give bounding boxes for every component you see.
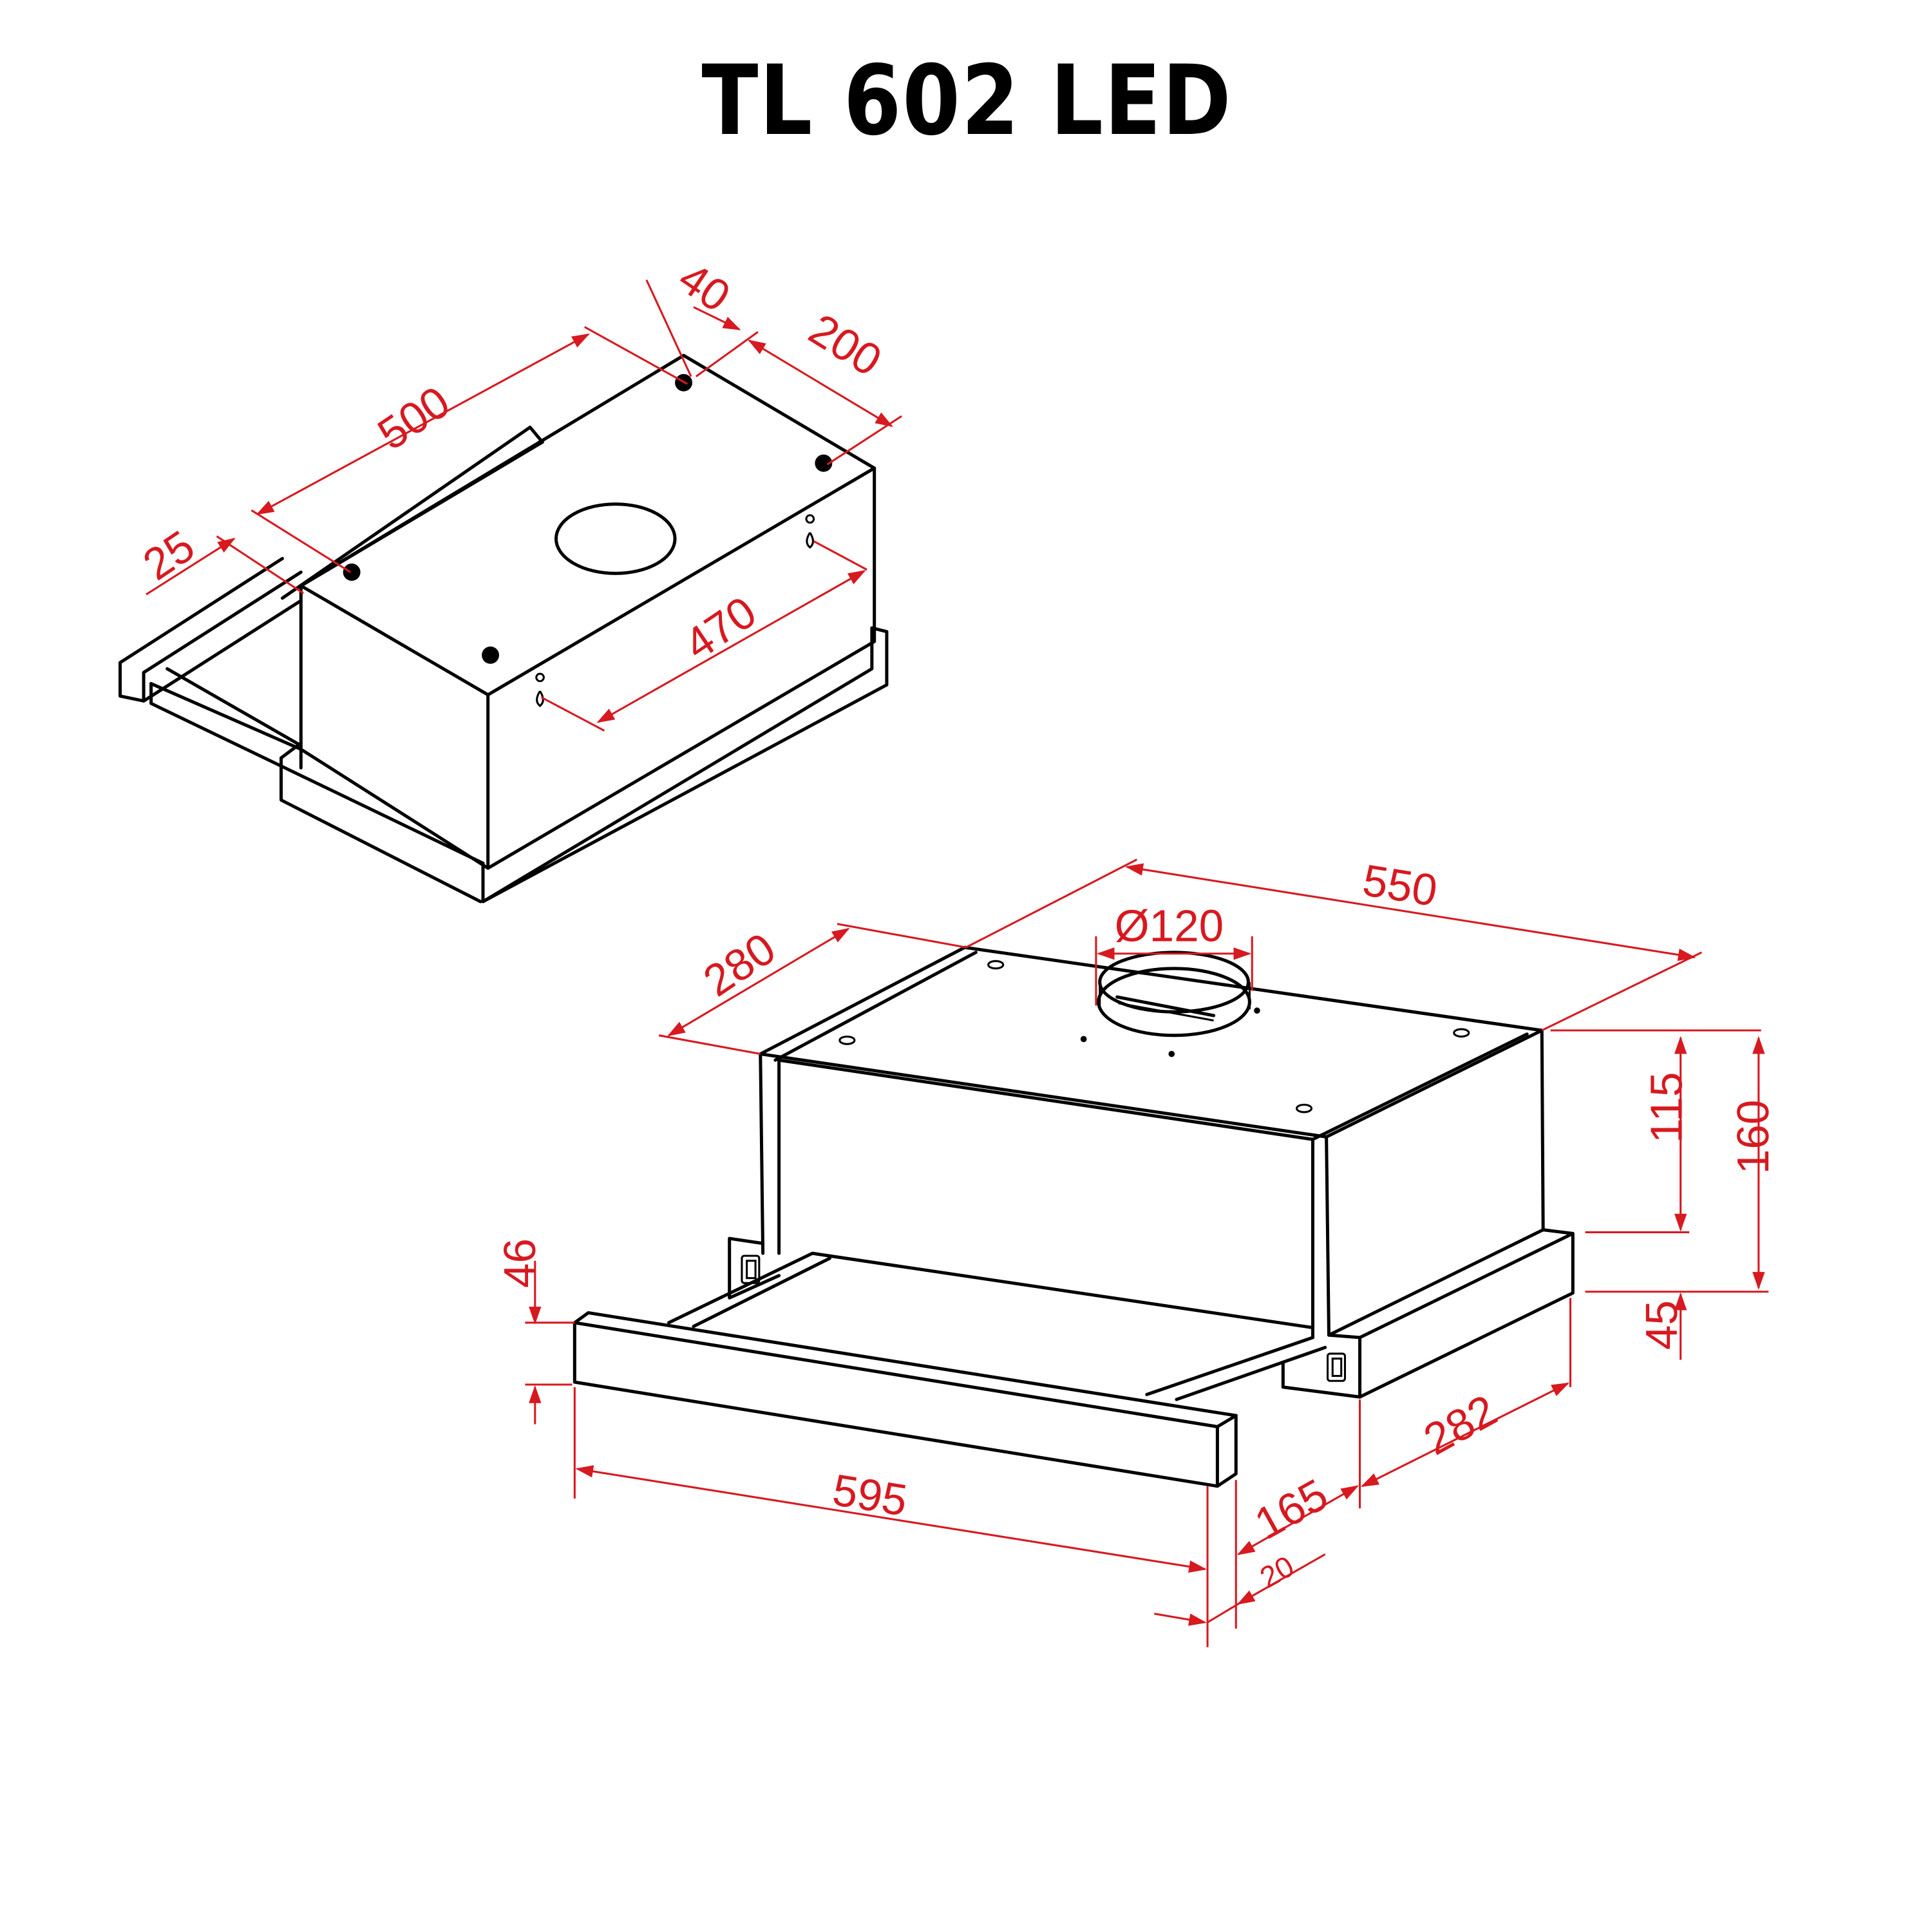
- svg-text:470: 470: [675, 587, 764, 670]
- dimension-160: 160: [1585, 1036, 1778, 1293]
- top-view-drawing: 40 200 500 25 470: [118, 252, 902, 904]
- dimension-500: 500: [251, 326, 688, 573]
- dimension-165: 165: [1235, 1469, 1359, 1629]
- svg-text:25: 25: [134, 520, 203, 590]
- svg-text:46: 46: [495, 1238, 545, 1288]
- dimension-25: 25: [134, 520, 304, 596]
- front-view-drawing: 550 280 Ø120 115 160: [495, 855, 1778, 1647]
- svg-text:20: 20: [1255, 1549, 1300, 1594]
- dimension-20: 20: [1154, 1549, 1326, 1626]
- dimension-40: 40: [645, 252, 759, 377]
- svg-text:550: 550: [1359, 855, 1441, 916]
- svg-text:160: 160: [1728, 1100, 1778, 1175]
- dimension-115: 115: [1550, 1029, 1761, 1233]
- dimension-diameter-120: Ø120: [1095, 901, 1253, 1006]
- dimension-595: 595: [573, 1387, 1209, 1647]
- product-title: TL 602 LED: [701, 45, 1233, 157]
- svg-text:280: 280: [694, 923, 784, 1006]
- dimension-280: 280: [658, 923, 967, 1056]
- dimension-45: 45: [1636, 1292, 1687, 1360]
- svg-text:595: 595: [829, 1464, 911, 1526]
- svg-text:115: 115: [1642, 1072, 1692, 1143]
- dimension-46: 46: [495, 1238, 575, 1425]
- svg-text:45: 45: [1636, 1300, 1687, 1350]
- svg-text:200: 200: [800, 304, 890, 386]
- dimension-550: 550: [965, 855, 1702, 1032]
- svg-text:40: 40: [670, 252, 739, 322]
- svg-text:165: 165: [1246, 1469, 1336, 1549]
- svg-text:Ø120: Ø120: [1115, 901, 1224, 951]
- dimension-282: 282: [1359, 1298, 1571, 1509]
